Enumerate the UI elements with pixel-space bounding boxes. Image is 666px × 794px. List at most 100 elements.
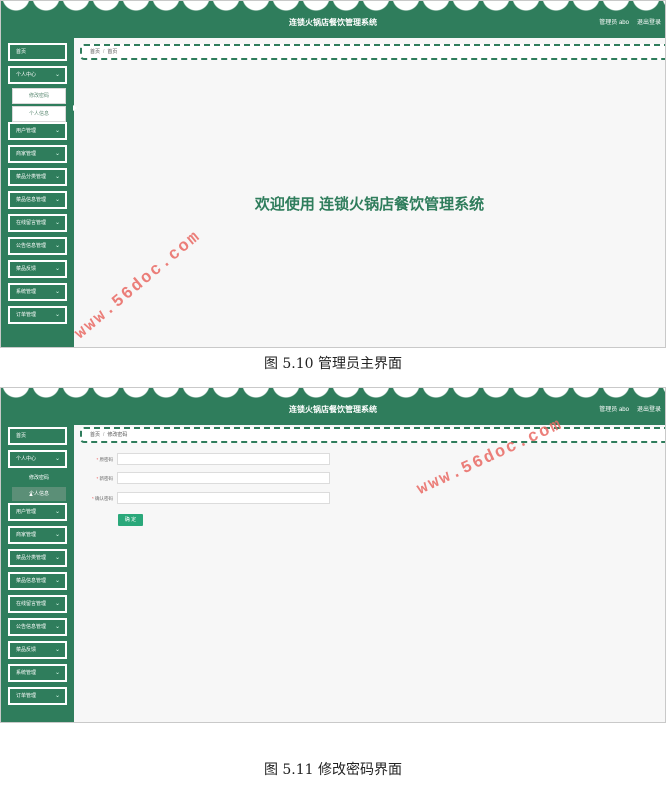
sidebar-item-label: 公告信息管理 [16, 624, 47, 630]
sidebar-item-personal-center[interactable]: 个人中心 ⌄ [8, 66, 67, 84]
chevron-down-icon: ⌄ [54, 266, 60, 272]
logout-link[interactable]: 退出登录 [636, 407, 661, 413]
sidebar-item-label: 系统管理 [16, 670, 37, 676]
sidebar-item-label: 商家管理 [16, 532, 37, 538]
sidebar: 首页 个人中心 ⌄ 修改密码 个人信息 用户管理 ⌄ 商家管理 ⌄ 菜品分类管理 ⌄ 菜… [1, 38, 74, 347]
required-mark: * [96, 457, 99, 462]
top-header: 连锁火锅店餐饮管理系统 管理员 abo 退出登录 [1, 388, 665, 425]
figure-caption-2: 图 5.11 修改密码界面 [263, 762, 403, 778]
sidebar-item-messages[interactable]: 在线留言管理 ⌄ [8, 595, 67, 613]
chevron-down-icon: ⌄ [54, 289, 60, 295]
sidebar-item-label: 个人中心 [16, 456, 37, 462]
chevron-down-icon: ⌄ [54, 128, 60, 134]
submenu-item-change-password[interactable]: 修改密码 [12, 88, 66, 104]
breadcrumb-home[interactable]: 首页 [90, 432, 101, 438]
field-label: 确认密码 [95, 496, 113, 501]
submenu-item-profile[interactable]: 个人信息 [12, 487, 66, 501]
submenu-item-profile[interactable]: 个人信息 [12, 106, 66, 122]
sidebar-item-messages[interactable]: 在线留言管理⌄ [8, 214, 67, 232]
chevron-down-icon: ⌄ [54, 456, 60, 462]
sidebar-item-merchants[interactable]: 商家管理 ⌄ [8, 145, 67, 163]
admin-main-screenshot: 连锁火锅店餐饮管理系统 管理员 abo 退出登录 首页 个人中心 ⌄ 修改密码 个人… [0, 0, 666, 348]
confirm-password-input[interactable] [117, 492, 330, 504]
sidebar-item-dishes[interactable]: 菜品信息管理 ⌄ [8, 191, 67, 209]
breadcrumb-current: 首页 [107, 49, 118, 55]
field-label: 原密码 [99, 457, 114, 462]
app-title: 连锁火锅店餐饮管理系统 [289, 405, 377, 414]
sidebar-item-label: 商家管理 [16, 151, 37, 157]
top-header: 连锁火锅店餐饮管理系统 管理员 abo 退出登录 [1, 1, 665, 38]
chevron-down-icon: ⌄ [54, 197, 60, 203]
chevron-down-icon: ⌄ [54, 624, 60, 630]
old-password-input[interactable] [117, 453, 330, 465]
form-label: * 确认密码 [81, 492, 113, 505]
personal-center-submenu: 修改密码 个人信息 [12, 471, 66, 503]
breadcrumb-current: 修改密码 [107, 432, 128, 438]
sidebar-item-users[interactable]: 用户管理 ⌄ [8, 503, 67, 521]
sidebar-item-orders[interactable]: 订单管理⌄ [8, 687, 67, 705]
scallop-decoration [1, 388, 665, 402]
sidebar-item-label: 菜品分类管理 [16, 174, 47, 180]
figure-caption-1: 图 5.10 管理员主界面 [263, 356, 403, 372]
form-label: * 新密码 [81, 472, 113, 485]
chevron-down-icon: ⌄ [54, 670, 60, 676]
sidebar: 首页 个人中心⌄ 修改密码 个人信息 用户管理⌄ 商家管理⌄ 菜品分类管理⌄ 菜… [1, 425, 74, 722]
sidebar-item-dishes[interactable]: 菜品信息管理 ⌄ [8, 572, 67, 590]
sidebar-item-label: 系统管理 [16, 289, 37, 295]
chevron-down-icon: ⌄ [54, 72, 60, 78]
new-password-input[interactable] [117, 472, 330, 484]
sidebar-item-label: 菜品反馈 [16, 647, 37, 653]
sidebar-item-label: 菜品信息管理 [16, 578, 47, 584]
logout-link[interactable]: 退出登录 [636, 20, 661, 26]
mouse-cursor-icon: ▲ [28, 492, 34, 498]
sidebar-item-dish-categories[interactable]: 菜品分类管理⌄ [8, 549, 67, 567]
sidebar-item-users[interactable]: 用户管理 ⌄ [8, 122, 67, 140]
breadcrumb: 首页/修改密码 [80, 427, 665, 443]
breadcrumb: 首页/首页 [80, 44, 665, 60]
chevron-down-icon: ⌄ [54, 174, 60, 180]
sidebar-item-label: 个人中心 [16, 72, 37, 78]
user-info: 管理员 abo 退出登录 [591, 17, 661, 26]
sidebar-item-merchants[interactable]: 商家管理⌄ [8, 526, 67, 544]
sidebar-item-notices[interactable]: 公告信息管理 ⌄ [8, 618, 67, 636]
scallop-decoration [1, 1, 665, 15]
sidebar-item-notices[interactable]: 公告信息管理⌄ [8, 237, 67, 255]
chevron-down-icon: ⌄ [54, 243, 60, 249]
required-mark: * [96, 476, 99, 481]
sidebar-item-label: 用户管理 [16, 128, 37, 134]
sidebar-item-home[interactable]: 首页 [8, 43, 67, 61]
sidebar-item-label: 用户管理 [16, 509, 37, 515]
sidebar-item-feedback[interactable]: 菜品反馈 ⌄ [8, 260, 67, 278]
sidebar-item-label: 在线留言管理 [16, 601, 47, 607]
chevron-down-icon: ⌄ [54, 601, 60, 607]
chevron-down-icon: ⌄ [54, 509, 60, 515]
user-label[interactable]: 管理员 abo [599, 407, 629, 413]
breadcrumb-home[interactable]: 首页 [90, 49, 101, 55]
sidebar-item-system[interactable]: 系统管理 ⌄ [8, 283, 67, 301]
sidebar-item-home[interactable]: 首页 [8, 427, 67, 445]
sidebar-item-dish-categories[interactable]: 菜品分类管理 ⌄ [8, 168, 67, 186]
app-title: 连锁火锅店餐饮管理系统 [289, 18, 377, 27]
sidebar-item-orders[interactable]: 订单管理⌄ [8, 306, 67, 324]
sidebar-item-personal-center[interactable]: 个人中心 ⌄ [8, 450, 67, 468]
chevron-down-icon: ⌄ [54, 693, 60, 699]
sidebar-item-label: 在线留言管理 [16, 220, 47, 226]
sidebar-item-system[interactable]: 系统管理 ⌄ [8, 664, 67, 682]
chevron-down-icon: ⌄ [54, 647, 60, 653]
submit-button[interactable]: 确 定 [118, 514, 143, 526]
sidebar-item-feedback[interactable]: 菜品反馈 ⌄ [8, 641, 67, 659]
required-mark: * [91, 496, 94, 501]
form-label: * 原密码 [81, 453, 113, 466]
breadcrumb-separator: / [103, 432, 105, 438]
chevron-down-icon: ⌄ [54, 578, 60, 584]
submenu-item-change-password[interactable]: 修改密码 [12, 471, 66, 485]
field-label: 新密码 [99, 476, 114, 481]
user-info: 管理员 abo 退出登录 [591, 404, 661, 413]
user-label[interactable]: 管理员 abo [599, 20, 629, 26]
sidebar-item-label: 菜品信息管理 [16, 197, 47, 203]
sidebar-item-label: 菜品反馈 [16, 266, 37, 272]
sidebar-item-label: 首页 [16, 49, 27, 55]
watermark: www.56doc.com [71, 227, 206, 344]
sidebar-item-label: 菜品分类管理 [16, 555, 47, 561]
chevron-down-icon: ⌄ [54, 151, 60, 157]
